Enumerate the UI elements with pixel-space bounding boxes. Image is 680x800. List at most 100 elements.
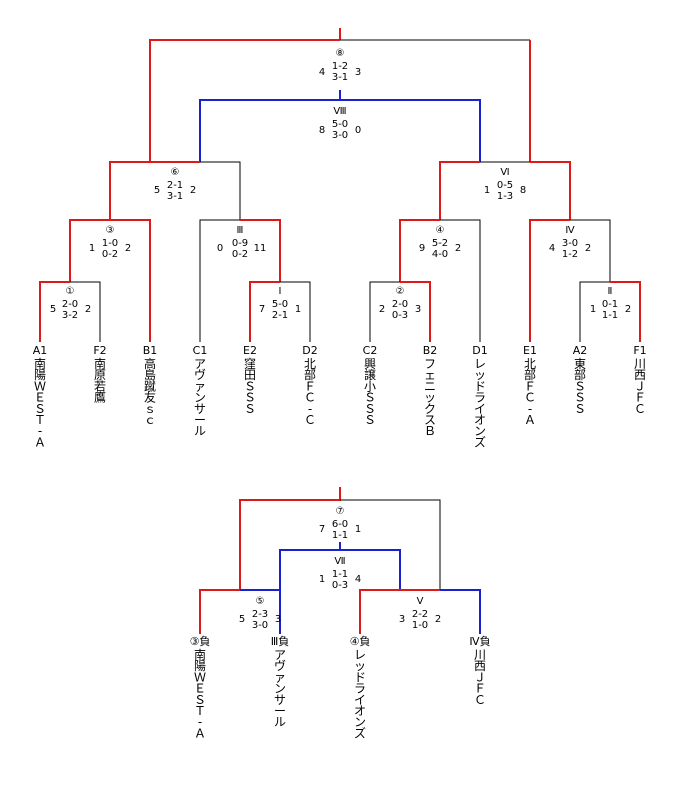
match-4: ④ 9 5-2 4-0 2 — [419, 225, 461, 260]
match-half1-score: 5-0 — [332, 119, 348, 130]
match-left-score: 4 — [319, 67, 325, 78]
team-name: 南原若鷹 — [94, 356, 106, 405]
team-name: 北部ＦＣ-Ａ — [524, 357, 536, 427]
match-VII: Ⅶ 1 1-1 0-3 4 — [319, 556, 361, 591]
match-half2-score: 1-0 — [412, 620, 428, 631]
match-half1-score: 2-0 — [392, 299, 408, 310]
match-number: Ⅵ — [500, 167, 509, 178]
match-5: ⑤ 5 2-3 3-0 3 — [239, 596, 281, 631]
match-II: Ⅱ 1 0-1 1-1 2 — [590, 286, 631, 321]
match-right-score: 1 — [355, 524, 361, 535]
match-VI: Ⅵ 1 0-5 1-3 8 — [484, 167, 526, 202]
team-name: 北部ＦＣ-Ｃ — [304, 357, 316, 427]
team-name: 川西ＪＦＣ — [474, 648, 486, 707]
main-bracket-lines — [39, 28, 641, 342]
team-code: B2 — [423, 344, 438, 357]
match-half1-score: 2-3 — [252, 609, 268, 620]
consolation-bracket-lines — [199, 487, 481, 634]
match-half2-score: 1-2 — [562, 249, 578, 260]
match-half2-score: 0-2 — [102, 249, 118, 260]
match-right-score: 3 — [415, 304, 421, 315]
team-code: D1 — [472, 344, 487, 357]
match-half1-score: 1-2 — [332, 61, 348, 72]
match-right-score: 3 — [275, 614, 281, 625]
match-left-score: 5 — [239, 614, 245, 625]
match-right-score: 0 — [355, 125, 361, 136]
match-number: ④ — [436, 225, 445, 236]
match-7: ⑦ 7 6-0 1-1 1 — [319, 506, 361, 541]
match-half2-score: 3-0 — [252, 620, 268, 631]
team-code: F1 — [633, 344, 646, 357]
match-right-score: 2 — [85, 304, 91, 315]
match-half1-score: 5-2 — [432, 238, 448, 249]
team-name: アヴァンサール — [274, 648, 286, 729]
match-half1-score: 0-1 — [602, 299, 618, 310]
match-half2-score: 3-1 — [332, 72, 348, 83]
team-name: レッドライオンズ — [354, 648, 366, 740]
team-code: E1 — [523, 344, 537, 357]
match-2: ② 2 2-0 0-3 3 — [379, 286, 421, 321]
match-right-score: 2 — [455, 243, 461, 254]
match-left-score: 1 — [484, 185, 490, 196]
match-number: ② — [396, 286, 405, 297]
match-VIII: Ⅷ 8 5-0 3-0 0 — [319, 106, 361, 141]
team-code: D2 — [302, 344, 317, 357]
match-half2-score: 2-1 — [272, 310, 288, 321]
match-half2-score: 0-3 — [332, 580, 348, 591]
match-left-score: 1 — [590, 304, 596, 315]
match-left-score: 7 — [319, 524, 325, 535]
match-half2-score: 4-0 — [432, 249, 448, 260]
match-8: ⑧ 4 1-2 3-1 3 — [319, 48, 361, 83]
match-number: Ⅰ — [279, 286, 282, 297]
match-left-score: 1 — [319, 574, 325, 585]
match-half2-score: 1-3 — [497, 191, 513, 202]
match-number: ⑥ — [171, 167, 180, 178]
match-half2-score: 0-2 — [232, 249, 248, 260]
match-number: Ⅶ — [334, 556, 345, 567]
team-code: E2 — [243, 344, 257, 357]
team-name: レッドライオンズ — [474, 357, 486, 449]
match-V: Ⅴ 3 2-2 1-0 2 — [399, 596, 441, 631]
match-half1-score: 0-9 — [232, 238, 248, 249]
match-half1-score: 3-0 — [562, 238, 578, 249]
match-I: Ⅰ 7 5-0 2-1 1 — [259, 286, 301, 321]
match-half1-score: 2-0 — [62, 299, 78, 310]
match-right-score: 2 — [125, 243, 131, 254]
match-number: ⑦ — [336, 506, 345, 517]
match-left-score: 9 — [419, 243, 425, 254]
match-half1-score: 2-2 — [412, 609, 428, 620]
match-half2-score: 3-2 — [62, 310, 78, 321]
match-number: Ⅲ — [237, 225, 244, 236]
match-left-score: 8 — [319, 125, 325, 136]
match-half2-score: 1-1 — [332, 530, 348, 541]
match-right-score: 2 — [435, 614, 441, 625]
match-left-score: 4 — [549, 243, 555, 254]
match-right-score: 2 — [625, 304, 631, 315]
match-right-score: 1 — [295, 304, 301, 315]
team-code: ④負 — [350, 635, 371, 648]
team-name: 窪田ＳＳＳ — [244, 356, 256, 416]
match-right-score: 4 — [355, 574, 361, 585]
match-half1-score: 5-0 — [272, 299, 288, 310]
match-III: Ⅲ 0 0-9 0-2 11 — [217, 225, 267, 260]
team-name: フェニックスＢ — [424, 357, 436, 438]
team-name: 南陽ＷＥＳＴ-Ａ — [34, 356, 46, 449]
match-1: ① 5 2-0 3-2 2 — [50, 286, 91, 321]
match-right-score: 11 — [254, 243, 267, 254]
match-half2-score: 1-1 — [602, 310, 618, 321]
main-team-labels: A1南陽ＷＥＳＴ-ＡF2南原若鷹B1高島蹴友ｓｃC1アヴァンサールE2窪田ＳＳＳ… — [33, 344, 647, 449]
